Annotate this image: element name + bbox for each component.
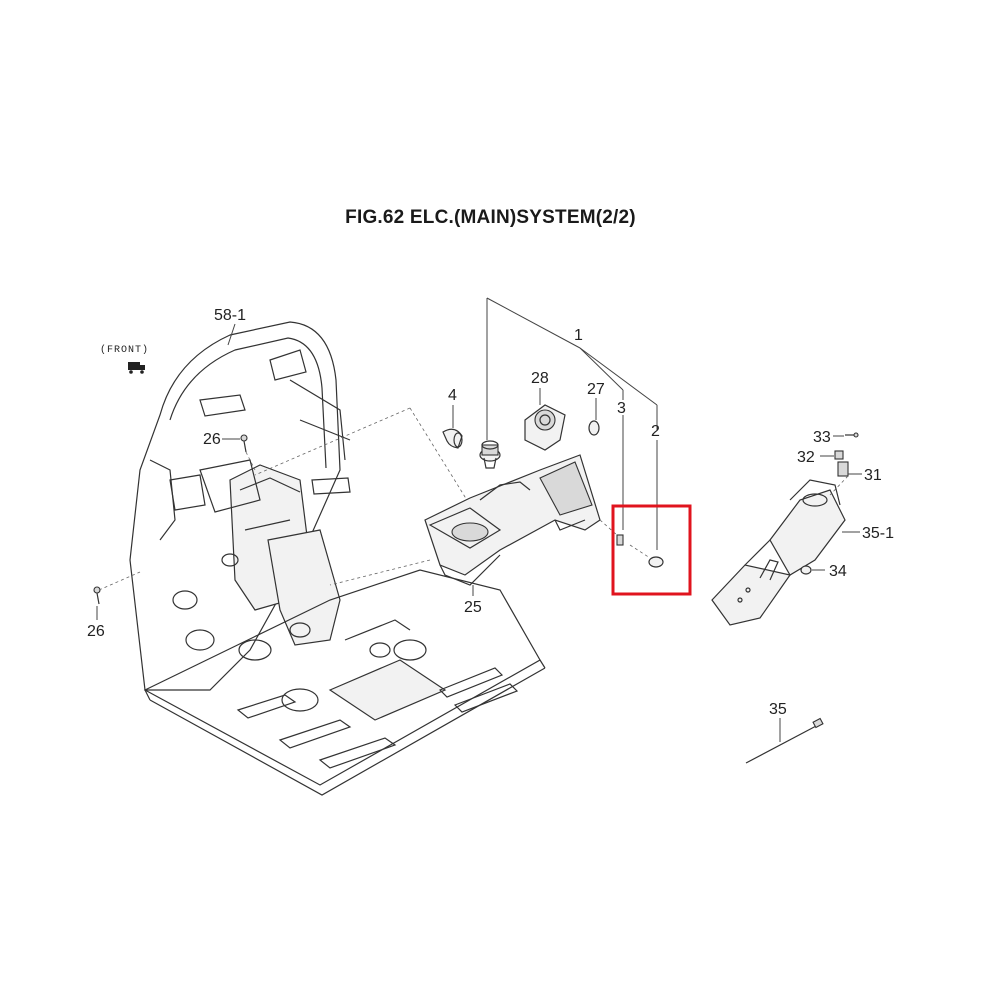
callout-27: 27 <box>587 381 605 398</box>
callout-34: 34 <box>829 563 847 580</box>
front-indicator: (FRONT) <box>100 344 149 374</box>
callout-25: 25 <box>464 599 482 616</box>
steering-column-35-1 <box>711 432 862 626</box>
part-27 <box>588 398 600 436</box>
callout-31: 31 <box>864 467 882 484</box>
truck-icon <box>128 362 145 374</box>
leader-group-1 <box>486 297 658 550</box>
callout-32: 32 <box>797 449 815 466</box>
switch-knob <box>479 440 501 469</box>
callout-28: 28 <box>531 370 549 387</box>
callout-35-1: 35-1 <box>862 525 894 542</box>
front-label: (FRONT) <box>100 344 149 356</box>
callout-2: 2 <box>651 423 660 440</box>
callout-26-top: 26 <box>203 431 221 448</box>
horn-28 <box>524 388 566 451</box>
frame-assembly-58-1 <box>129 321 546 796</box>
highlight-box <box>611 504 692 596</box>
callout-26-left: 26 <box>87 623 105 640</box>
figure-title: FIG.62 ELC.(MAIN)SYSTEM(2/2) <box>345 207 636 228</box>
callout-1: 1 <box>574 327 583 344</box>
bracket-25 <box>254 407 601 596</box>
part-2 <box>629 544 664 568</box>
callout-35: 35 <box>769 701 787 718</box>
callout-3: 3 <box>617 400 626 417</box>
screw-26-top <box>240 434 256 471</box>
callout-4: 4 <box>448 387 457 404</box>
elbow-4 <box>442 405 463 449</box>
cable-tie-35 <box>745 717 824 764</box>
screw-26-left <box>93 571 141 605</box>
callout-33: 33 <box>813 429 831 446</box>
callout-58-1: 58-1 <box>214 307 246 324</box>
